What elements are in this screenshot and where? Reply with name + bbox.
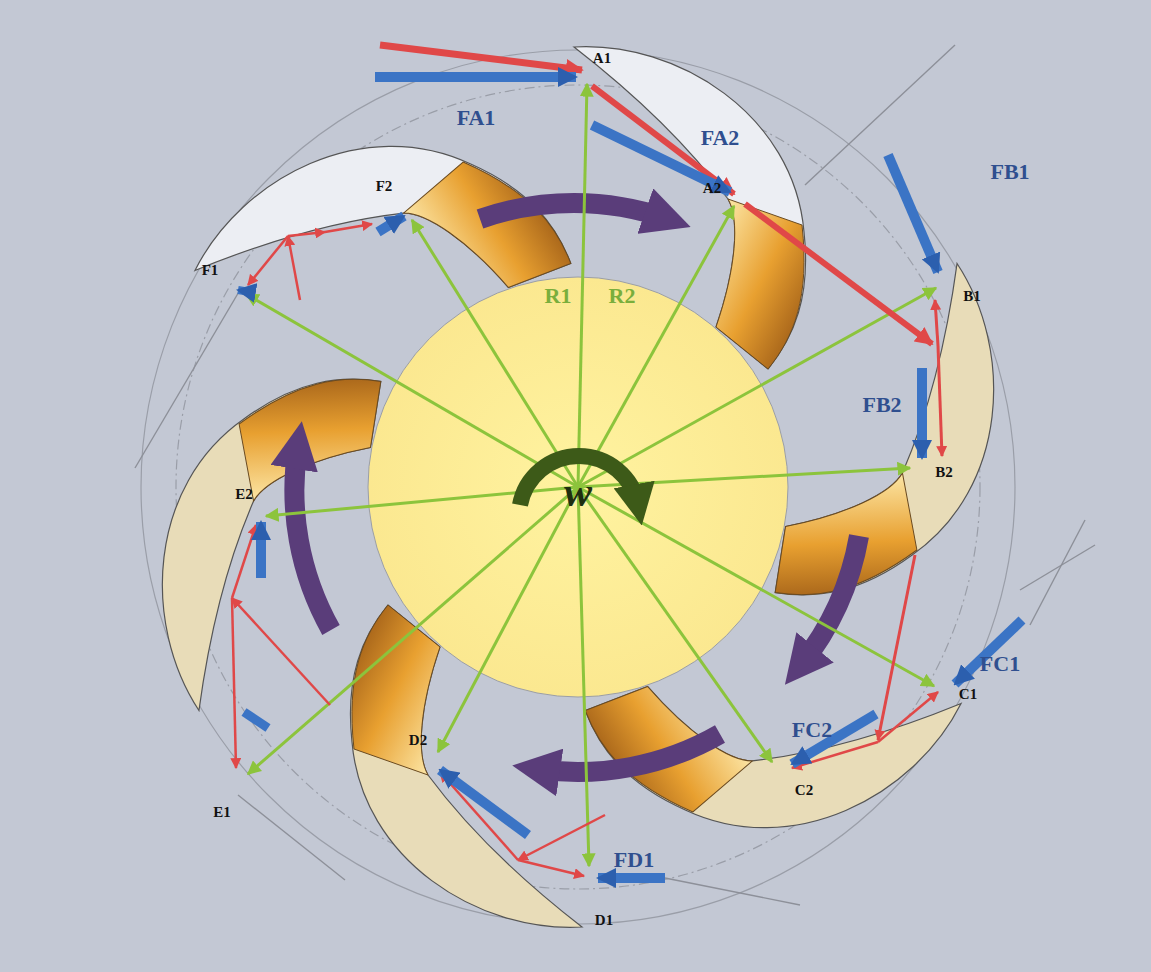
- point-label: A2: [703, 181, 721, 196]
- force-label: FD1: [614, 849, 654, 871]
- force-label: FC2: [792, 719, 832, 741]
- force-label: FC1: [980, 653, 1020, 675]
- point-label: F2: [376, 179, 393, 194]
- radius-label: R1: [545, 285, 572, 307]
- force-label: FB2: [862, 394, 901, 416]
- point-label: A1: [593, 51, 611, 66]
- point-label: D2: [409, 733, 427, 748]
- point-label: D1: [595, 913, 613, 928]
- force-label: FA1: [457, 107, 496, 129]
- angular-velocity-label: w: [564, 471, 592, 513]
- force-label: FB1: [990, 161, 1029, 183]
- point-label: B2: [935, 465, 953, 480]
- point-label: E2: [235, 487, 253, 502]
- force-label: FA2: [701, 127, 740, 149]
- point-label: C2: [795, 783, 813, 798]
- point-label: B1: [963, 289, 981, 304]
- radius-label: R2: [609, 285, 636, 307]
- point-label: E1: [213, 805, 231, 820]
- point-label: F1: [202, 263, 219, 278]
- point-label: C1: [959, 687, 977, 702]
